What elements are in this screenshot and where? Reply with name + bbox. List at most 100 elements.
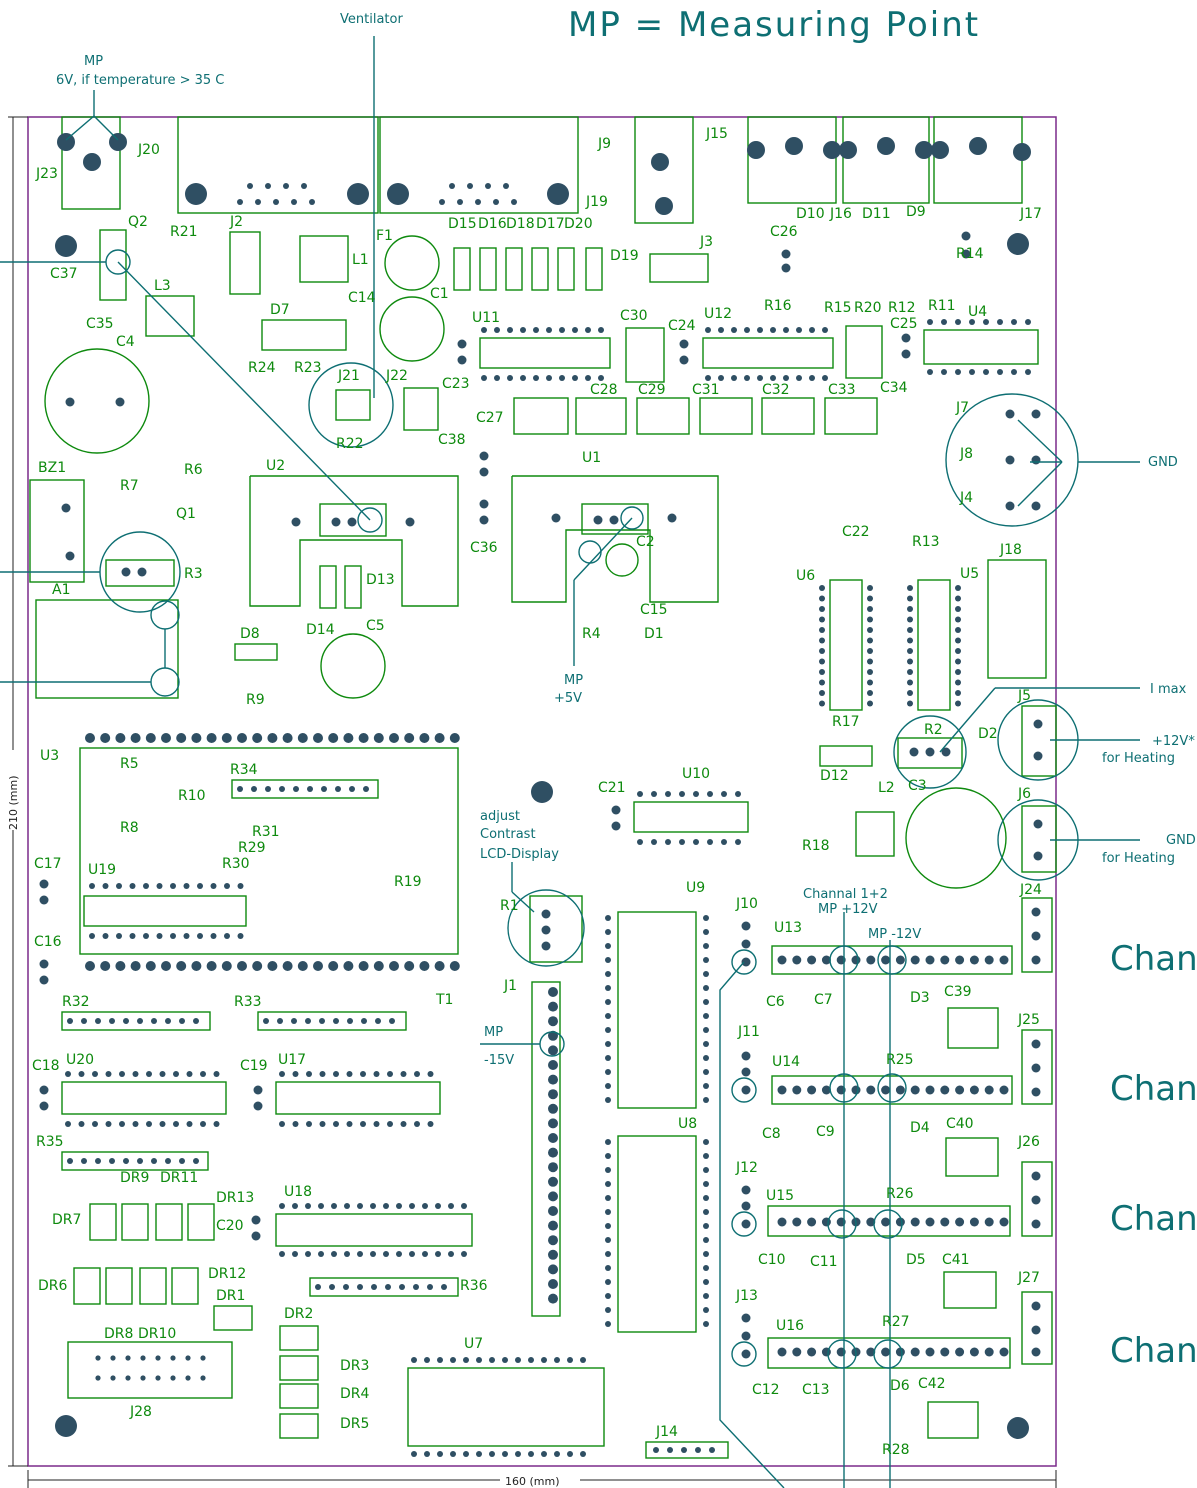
pad — [969, 369, 975, 375]
label-j13: J13 — [735, 1288, 758, 1304]
pad — [396, 1251, 402, 1257]
label-r18: R18 — [802, 838, 830, 854]
label-u8: U8 — [678, 1116, 697, 1132]
pad — [206, 733, 217, 743]
pad — [200, 1355, 206, 1361]
pad — [1031, 455, 1041, 465]
pad — [151, 1158, 157, 1164]
pad — [95, 1355, 101, 1361]
pad — [370, 1203, 376, 1209]
pad — [969, 319, 975, 325]
pad — [427, 1121, 434, 1127]
label-c15: C15 — [640, 602, 668, 618]
pad — [941, 369, 947, 375]
label-j5: J5 — [1017, 688, 1031, 704]
pad — [955, 690, 961, 696]
pad — [200, 1121, 206, 1127]
pad — [955, 319, 961, 325]
pad — [605, 1181, 611, 1187]
label-u19: U19 — [88, 862, 116, 878]
label-c31: C31 — [692, 382, 720, 398]
pad — [819, 595, 825, 602]
pad — [461, 1203, 467, 1209]
pad — [305, 1018, 311, 1024]
pad — [373, 961, 384, 971]
pad — [292, 1203, 298, 1209]
pad — [741, 1201, 751, 1211]
pad — [703, 1307, 709, 1313]
pad — [151, 1018, 157, 1024]
pad — [129, 883, 136, 889]
pad — [747, 141, 765, 159]
pad — [807, 955, 817, 965]
pad — [373, 1071, 380, 1077]
label-d16: D16 — [478, 216, 507, 232]
pad — [546, 375, 552, 381]
pad — [313, 733, 323, 743]
pad — [593, 515, 603, 525]
pad — [145, 733, 156, 743]
pad — [984, 1347, 994, 1357]
pad — [548, 1162, 558, 1173]
pad — [457, 199, 463, 205]
pad — [997, 319, 1003, 325]
pad — [110, 1375, 116, 1381]
label-r4: R4 — [582, 626, 601, 642]
pad — [489, 1451, 495, 1457]
pad — [757, 375, 763, 381]
pad — [910, 955, 920, 965]
pad — [605, 957, 611, 963]
contrast-note-3: LCD-Display — [480, 847, 559, 862]
pad — [1005, 455, 1015, 465]
pad — [907, 595, 913, 602]
mp5-note-1: MP — [564, 673, 583, 688]
pad — [667, 513, 677, 523]
pad — [413, 1284, 419, 1290]
pad — [819, 700, 825, 707]
pad — [598, 327, 604, 333]
pad — [655, 197, 673, 215]
pad — [969, 137, 987, 155]
pad — [969, 955, 979, 965]
pad — [907, 606, 913, 612]
dimension-width: 160 (mm) — [505, 1475, 560, 1488]
label-r27: R27 — [882, 1314, 910, 1330]
label-dr10: DR10 — [138, 1326, 176, 1342]
pad — [605, 985, 611, 991]
pad — [1031, 1301, 1041, 1311]
label-r20: R20 — [854, 300, 882, 316]
pad — [371, 1284, 377, 1290]
label-c14: C14 — [348, 290, 376, 306]
label-c27: C27 — [476, 410, 504, 426]
pad — [186, 1121, 193, 1127]
pad — [940, 1347, 950, 1357]
pad — [548, 1249, 558, 1260]
pad — [422, 1203, 428, 1209]
pad — [735, 791, 741, 797]
pad — [703, 1279, 709, 1285]
pad — [507, 327, 513, 333]
pad — [318, 1203, 324, 1209]
pad — [819, 648, 825, 654]
pad — [434, 961, 445, 971]
label-dr3: DR3 — [340, 1358, 369, 1374]
pad — [541, 941, 551, 951]
pad — [580, 1451, 586, 1457]
pad — [709, 1447, 715, 1453]
pad — [548, 1030, 558, 1041]
pad — [105, 1071, 112, 1077]
pad — [531, 781, 553, 803]
pad — [867, 627, 873, 633]
pad — [877, 137, 895, 155]
pad — [548, 1118, 558, 1129]
pad — [703, 915, 709, 921]
pad — [95, 1158, 101, 1164]
pad — [409, 1251, 415, 1257]
pad — [297, 733, 308, 743]
label-r2: R2 — [924, 722, 943, 738]
pad — [481, 327, 487, 333]
pad — [253, 1085, 263, 1095]
mp15-note-1: MP — [484, 1025, 503, 1040]
label-c13: C13 — [802, 1382, 830, 1398]
pad — [731, 327, 737, 333]
